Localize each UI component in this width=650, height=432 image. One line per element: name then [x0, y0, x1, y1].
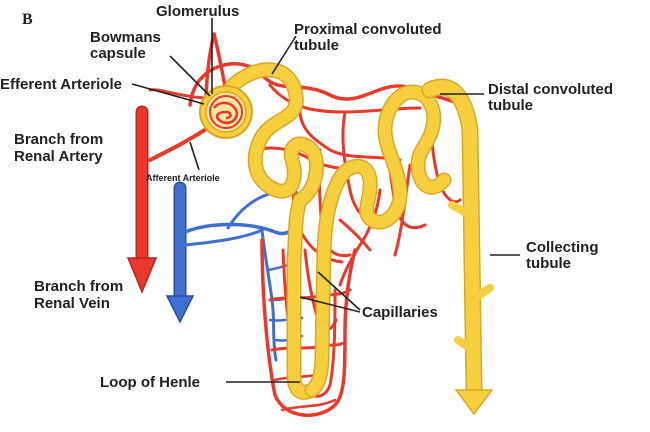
label-artery-line1: Branch from [14, 131, 103, 148]
label-efferent-arteriole: Efferent Arteriole [0, 76, 122, 93]
label-glomerulus: Glomerulus [156, 3, 239, 20]
renal-corpuscle [199, 85, 253, 139]
label-collecting-line2: tubule [526, 255, 571, 272]
renal-artery-branch [126, 105, 158, 294]
label-afferent-arteriole: Afferent Arteriole [146, 173, 220, 183]
label-collecting-line1: Collecting [526, 239, 599, 256]
label-artery-line2: Renal Artery [14, 148, 103, 165]
label-bowmans-line2: capsule [90, 45, 146, 62]
label-proximal-line2: tubule [294, 37, 339, 54]
label-vein-line1: Branch from [34, 278, 123, 295]
label-proximal-line1: Proximal convoluted [294, 21, 442, 38]
leader-lines [131, 18, 520, 383]
label-distal-line1: Distal convoluted [488, 81, 613, 98]
renal-vein-branch [165, 181, 195, 324]
label-capillaries: Capillaries [362, 304, 438, 321]
label-loop-of-henle: Loop of Henle [100, 374, 200, 391]
label-distal-line2: tubule [488, 97, 533, 114]
panel-letter: B [22, 11, 33, 28]
tubule-system [224, 62, 494, 416]
label-bowmans-line1: Bowmans [90, 29, 161, 46]
label-vein-line2: Renal Vein [34, 295, 110, 312]
